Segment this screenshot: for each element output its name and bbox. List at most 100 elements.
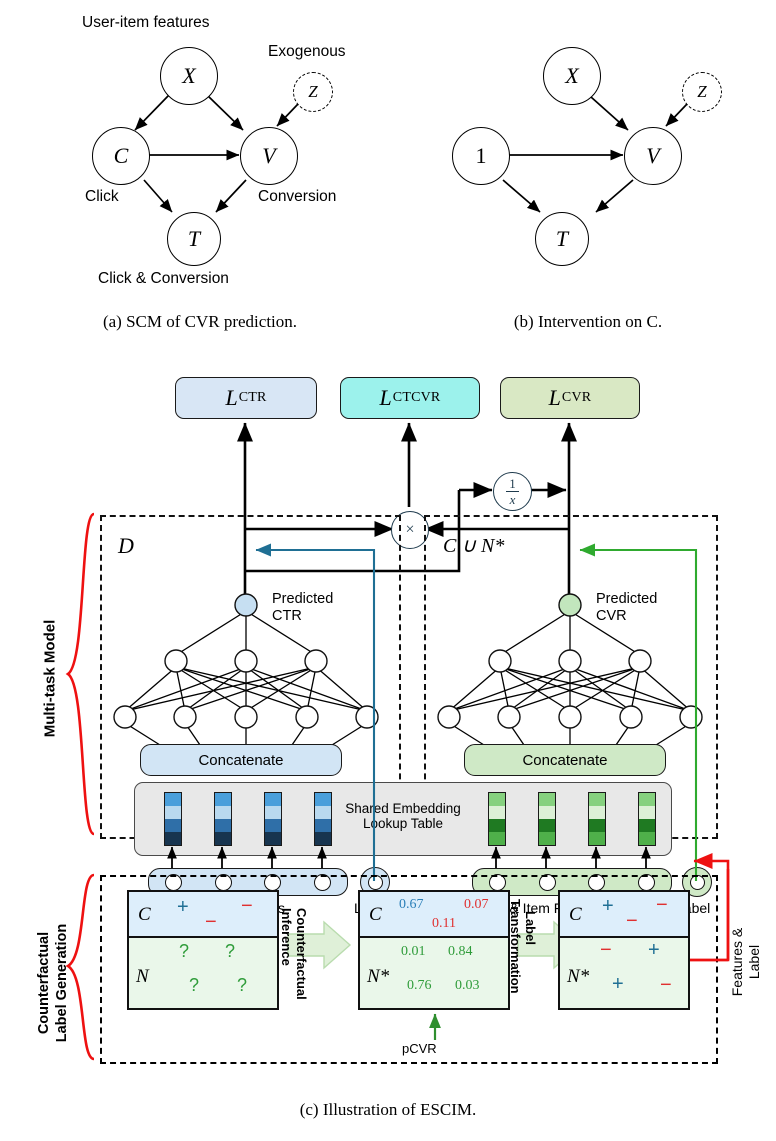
cvr-network bbox=[437, 593, 703, 820]
table-before-top-half: C + − − bbox=[129, 892, 277, 938]
feature-to-embedding-arrows bbox=[167, 846, 651, 872]
scm-a-node-X: X bbox=[160, 47, 218, 105]
table-scores-bottom-name: N* bbox=[367, 966, 390, 987]
panel-a-bottom-annotation: Click & Conversion bbox=[98, 270, 229, 287]
caption-panel-a: (a) SCM of CVR prediction. bbox=[102, 312, 298, 331]
table-cell-symbol: ? bbox=[179, 941, 190, 961]
fraction-bar bbox=[506, 490, 519, 493]
multiply-symbol: × bbox=[405, 521, 415, 538]
embedding-column bbox=[638, 792, 656, 846]
loss-ctr-symbol: L bbox=[225, 385, 238, 410]
scm-a-node-V-label: V bbox=[262, 143, 276, 168]
embedding-column bbox=[538, 792, 556, 846]
scm-a-node-Z-label: Z bbox=[308, 82, 318, 101]
cvr-concatenate-bar: Concatenate bbox=[464, 744, 666, 776]
scm-b-node-V: V bbox=[624, 127, 682, 185]
panel-a-exogenous-annotation: Exogenous bbox=[268, 43, 346, 60]
table-cell-symbol: − bbox=[626, 910, 638, 932]
cvr-concatenate-label: Concatenate bbox=[522, 751, 608, 769]
cvr-domain-symbol: C ∪ N* bbox=[443, 535, 505, 557]
loss-ctcvr-symbol: L bbox=[379, 385, 392, 410]
scm-a-node-T: T bbox=[167, 212, 221, 266]
table-before: C + − − N ? ? ? ? bbox=[127, 890, 279, 1010]
scm-b-node-V-label: V bbox=[646, 143, 660, 168]
loss-ctr-subscript: CTR bbox=[238, 390, 267, 405]
panel-a-click-annotation: Click bbox=[85, 188, 119, 205]
multi-task-model-label: Multi-task Model bbox=[42, 589, 59, 769]
embedding-column bbox=[488, 792, 506, 846]
table-cell-symbol: + bbox=[177, 896, 189, 918]
ctr-domain-symbol: D bbox=[118, 533, 134, 558]
table-cell-symbol: − bbox=[205, 911, 217, 933]
scm-a-node-C-label: C bbox=[113, 143, 129, 168]
ctr-prediction-label-text: Predicted CTR bbox=[272, 591, 334, 624]
counterfactual-generation-label: Counterfactual Label Generation bbox=[35, 888, 71, 1078]
ctr-prediction-label: Predicted CTR bbox=[272, 591, 333, 625]
scm-b-node-T-label: T bbox=[555, 226, 569, 251]
scm-b-node-one-label: 1 bbox=[475, 143, 487, 168]
table-cell-symbol: + bbox=[648, 939, 660, 961]
scm-b-node-one: 1 bbox=[452, 127, 510, 185]
scm-a-node-V: V bbox=[240, 127, 298, 185]
reciprocal-denominator: x bbox=[509, 492, 516, 508]
cvr-label-feedback-path bbox=[579, 543, 698, 881]
pcvr-label: pCVR bbox=[402, 1041, 437, 1056]
table-scores-top-name: C bbox=[369, 904, 382, 925]
reciprocal-operator: 1 x bbox=[493, 472, 532, 511]
table-cell-symbol: ? bbox=[225, 941, 236, 961]
loss-cvr-symbol: L bbox=[548, 385, 561, 410]
table-cell-value: 0.11 bbox=[432, 916, 456, 931]
label-transformation-label-line2: Transformation bbox=[508, 899, 523, 994]
embedding-column bbox=[264, 792, 282, 846]
table-cell-value: 0.03 bbox=[455, 978, 480, 993]
table-cell-value: 0.67 bbox=[399, 897, 424, 912]
panel-a-top-annotation: User-item features bbox=[82, 14, 210, 31]
ctr-label-feedback-path bbox=[255, 543, 376, 881]
loss-cvr-subscript: CVR bbox=[561, 390, 592, 405]
table-cell-symbol: − bbox=[600, 939, 612, 961]
ctr-concatenate-label: Concatenate bbox=[198, 751, 284, 769]
multi-task-brace bbox=[65, 512, 96, 836]
table-scores: C 0.67 0.07 0.11 N* 0.01 0.84 0.76 0.03 bbox=[358, 890, 510, 1010]
table-cell-value: 0.01 bbox=[401, 944, 426, 959]
caption-panel-c: (c) Illustration of ESCIM. bbox=[299, 1100, 477, 1119]
counterfactual-generation-label-text: Counterfactual Label Generation bbox=[36, 923, 70, 1043]
panel-a: User-item features Exogenous X Z bbox=[0, 0, 400, 300]
table-cell-value: 0.76 bbox=[407, 978, 432, 993]
embedding-column bbox=[588, 792, 606, 846]
table-cell-value: 0.84 bbox=[448, 944, 473, 959]
scm-a-node-T-label: T bbox=[187, 226, 201, 251]
panel-a-conversion-annotation: Conversion bbox=[258, 188, 337, 205]
caption-panel-b: (b) Intervention on C. bbox=[513, 312, 663, 331]
label-transformation-label-line1: Label bbox=[523, 911, 538, 945]
panel-b-edges bbox=[502, 96, 688, 213]
counterfactual-inference-label-line2: Inference bbox=[279, 908, 294, 966]
table-after-top-half: C + − − bbox=[560, 892, 688, 938]
table-cell-symbol: ? bbox=[189, 975, 200, 995]
counterfactual-inference-label-line1: Counterfactual bbox=[294, 908, 309, 1000]
table-cell-value: 0.07 bbox=[464, 897, 489, 912]
table-cell-symbol: − bbox=[660, 974, 672, 996]
shared-embedding-line2: Lookup Table bbox=[362, 816, 444, 831]
table-cell-symbol: ? bbox=[237, 975, 248, 995]
table-scores-bottom-half: N* 0.01 0.84 0.76 0.03 bbox=[360, 938, 508, 1008]
scm-b-node-X-label: X bbox=[565, 63, 579, 88]
embedding-column bbox=[314, 792, 332, 846]
cvr-prediction-label: Predicted CVR bbox=[596, 591, 657, 625]
table-before-bottom-half: N ? ? ? ? bbox=[129, 938, 277, 1008]
scm-a-node-C: C bbox=[92, 127, 150, 185]
features-label-feedback-arrow bbox=[690, 852, 730, 962]
multi-task-model-label-text: Multi-task Model bbox=[41, 619, 59, 738]
features-label-side-label: Features & Label bbox=[729, 922, 763, 1002]
multiply-operator: × bbox=[391, 511, 429, 549]
counterfactual-box bbox=[100, 875, 718, 1064]
ctr-network bbox=[113, 593, 379, 820]
table-scores-top-half: C 0.67 0.07 0.11 bbox=[360, 892, 508, 938]
scm-a-node-X-label: X bbox=[182, 63, 196, 88]
panel-a-edges bbox=[134, 94, 299, 213]
reciprocal-numerator: 1 bbox=[509, 475, 516, 491]
table-before-top-name: C bbox=[138, 904, 151, 925]
